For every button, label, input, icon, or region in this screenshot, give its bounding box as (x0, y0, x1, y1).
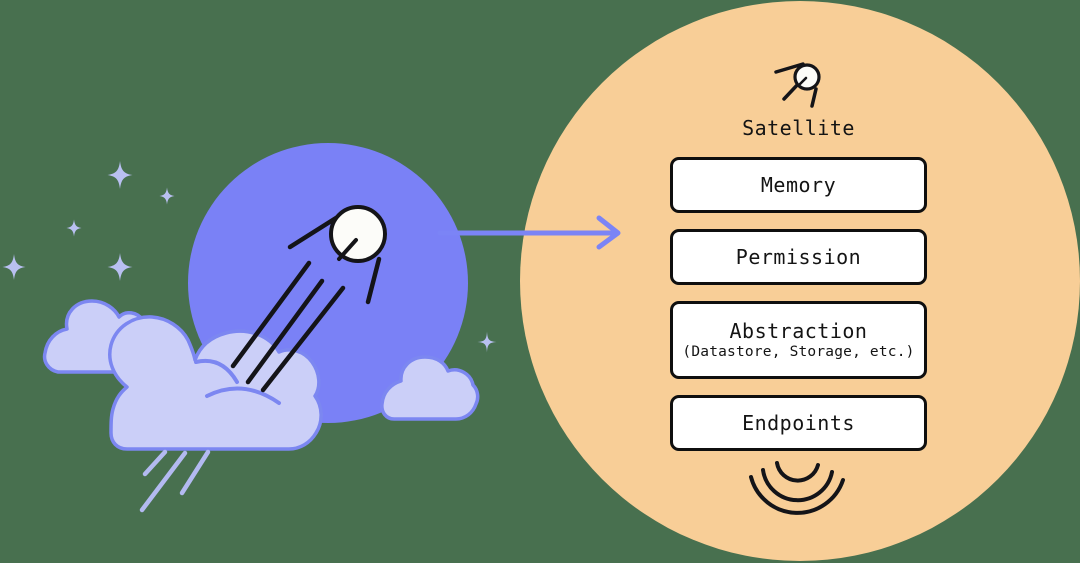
sputnik-satellite (287, 205, 387, 305)
trail-line (142, 449, 168, 477)
sparkle-stars (2, 161, 497, 353)
box-memory: Memory (670, 157, 927, 213)
star-icon (159, 187, 175, 205)
trail-line (179, 449, 211, 496)
cloud-small-right (380, 355, 480, 421)
box-endpoints-label: Endpoints (742, 410, 855, 435)
cloud-inner-puff-arc (194, 359, 239, 384)
cloud-inner-puff-arc (205, 386, 281, 405)
box-permission: Permission (670, 229, 927, 285)
trail-line (230, 260, 312, 369)
panel-title: Satellite (742, 116, 855, 140)
cloud-big (108, 315, 323, 451)
star-icon (2, 254, 26, 280)
box-memory-label: Memory (760, 172, 837, 197)
rocket-trails-black (230, 260, 346, 393)
sputnik-ball (329, 205, 387, 263)
sputnik-antenna (365, 256, 382, 305)
cloud-small-left (42, 299, 152, 374)
trail-line (139, 450, 188, 513)
star-icon (66, 219, 82, 237)
box-abstraction-sublabel: (Datastore, Storage, etc.) (682, 343, 915, 360)
box-abstraction-label: Abstraction (729, 318, 868, 343)
sputnik-ball-line (337, 238, 358, 261)
planet-circle (188, 143, 468, 423)
box-abstraction: Abstraction (Datastore, Storage, etc.) (670, 301, 927, 379)
box-permission-label: Permission (735, 244, 862, 269)
star-icon (107, 161, 133, 189)
clouds (42, 299, 480, 451)
box-endpoints: Endpoints (670, 395, 927, 451)
rocket-trails-lavender (139, 449, 211, 513)
trail-line (245, 278, 325, 385)
trail-line (260, 285, 346, 393)
star-icon (477, 331, 497, 353)
star-icon (107, 253, 133, 281)
sputnik-antenna (287, 215, 339, 250)
